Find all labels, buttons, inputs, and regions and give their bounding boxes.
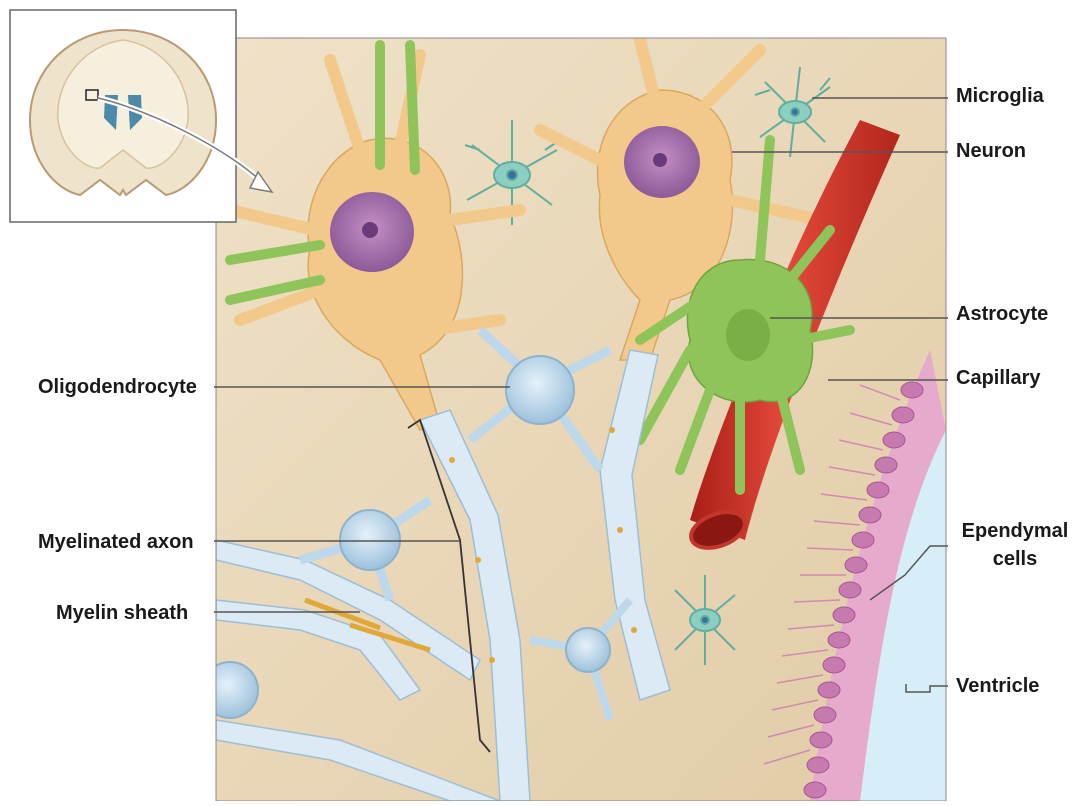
label-oligodendrocyte: Oligodendrocyte: [38, 375, 197, 399]
label-ependymal-line2: cells: [950, 547, 1080, 571]
label-myelinated-axon: Myelinated axon: [38, 530, 194, 554]
label-ependymal-cells: Ependymal cells: [950, 519, 1080, 571]
label-ependymal-line1: Ependymal: [950, 519, 1080, 543]
label-myelin-sheath: Myelin sheath: [56, 601, 188, 625]
label-microglia: Microglia: [956, 84, 1044, 108]
label-astrocyte: Astrocyte: [956, 302, 1048, 326]
oligodendrocyte-edge: [202, 662, 258, 718]
label-ventricle: Ventricle: [956, 674, 1039, 698]
inset-brain: [10, 10, 272, 222]
astrocyte-nucleus: [726, 309, 770, 361]
label-neuron: Neuron: [956, 139, 1026, 163]
label-capillary: Capillary: [956, 366, 1040, 390]
